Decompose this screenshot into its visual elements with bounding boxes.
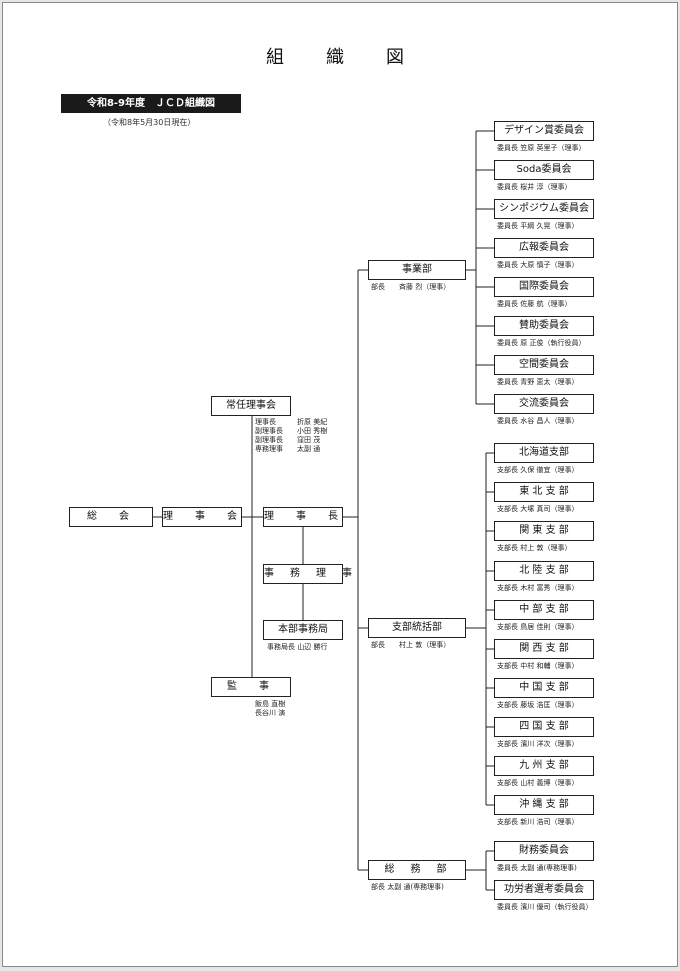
branch-box: 沖 縄 支 部 xyxy=(494,795,594,815)
committee-sub: 委員長 笠原 英里子（理事） xyxy=(497,144,586,152)
committee-box: 空間委員会 xyxy=(494,355,594,375)
branch-box: 東 北 支 部 xyxy=(494,482,594,502)
somu-committee-box: 功労者選考委員会 xyxy=(494,880,594,900)
branch-box: 関 東 支 部 xyxy=(494,521,594,541)
committee-sub: 委員長 大原 慎子（理事） xyxy=(497,261,579,269)
committee-sub: 委員長 原 正俊（執行役員） xyxy=(497,339,586,347)
kanji-member: 長谷川 演 xyxy=(255,709,286,717)
branch-box: 北海道支部 xyxy=(494,443,594,463)
box-rijicho: 理 事 長 xyxy=(263,507,343,527)
jigyo-sub: 部長 斉藤 烈（理事） xyxy=(371,283,451,291)
branch-sub: 支部長 中村 和輔（理事） xyxy=(497,662,579,670)
somu-committee-sub: 委員長 太副 通(専務理事) xyxy=(497,864,577,872)
committee-sub: 委員長 水谷 昌人（理事） xyxy=(497,417,579,425)
connector-lines xyxy=(153,130,494,891)
somu-committee-sub: 委員長 濱川 優司（執行役員） xyxy=(497,903,593,911)
box-jimu-riji: 事 務 理 事 xyxy=(263,564,352,584)
chart-banner: 令和8-9年度 ＪＣＤ組織図 xyxy=(61,94,241,113)
branch-box: 四 国 支 部 xyxy=(494,717,594,737)
honbu-sub: 事務局長 山辺 勝行 xyxy=(267,643,328,651)
committee-box: 広報委員会 xyxy=(494,238,594,258)
committee-box: 賛助委員会 xyxy=(494,316,594,336)
box-honbu: 本部事務局 xyxy=(263,620,343,640)
branch-sub: 支部長 村上 敦（理事） xyxy=(497,544,572,552)
committee-sub: 委員長 桜井 淳（理事） xyxy=(497,183,572,191)
jonin-member: 理事長折原 美紀 xyxy=(255,418,328,426)
jonin-members: 理事長折原 美紀 副理事長小田 秀樹 副理事長窪田 茂 専務理事太副 通 xyxy=(255,418,327,454)
box-kanji: 監 事 xyxy=(211,677,291,697)
box-shibu: 支部統括部 xyxy=(368,618,466,638)
kanji-member: 飯島 直樹 xyxy=(255,700,286,708)
committee-box: デザイン賞委員会 xyxy=(494,121,594,141)
branch-sub: 支部長 新川 浩司（理事） xyxy=(497,818,579,826)
branch-sub: 支部長 鳥居 佳則（理事） xyxy=(497,623,579,631)
date-note: （令和8年5月30日現在） xyxy=(103,118,196,127)
box-jonin: 常任理事会 xyxy=(211,396,291,416)
branch-sub: 支部長 山村 義博（理事） xyxy=(497,779,579,787)
somu-sub: 部長 太副 通(専務理事) xyxy=(371,883,444,891)
branch-sub: 支部長 木村 富秀（理事） xyxy=(497,584,579,592)
shibu-sub: 部長 村上 敦（理事） xyxy=(371,641,451,649)
branch-sub: 支部長 藤坂 浩匡（理事） xyxy=(497,701,579,709)
branch-box: 中 国 支 部 xyxy=(494,678,594,698)
branch-box: 関 西 支 部 xyxy=(494,639,594,659)
committee-sub: 委員長 佐藤 航（理事） xyxy=(497,300,572,308)
kanji-members: 飯島 直樹 長谷川 演 xyxy=(255,700,285,718)
jonin-member: 専務理事太副 通 xyxy=(255,445,321,453)
jonin-member: 副理事長小田 秀樹 xyxy=(255,427,328,435)
committee-sub: 委員長 平綱 久晃（理事） xyxy=(497,222,579,230)
box-jigyo: 事業部 xyxy=(368,260,466,280)
committee-box: 交流委員会 xyxy=(494,394,594,414)
box-somu: 総 務 部 xyxy=(368,860,466,880)
branch-sub: 支部長 大塚 真司（理事） xyxy=(497,505,579,513)
committee-box: 国際委員会 xyxy=(494,277,594,297)
branch-sub: 支部長 久保 徹宜（理事） xyxy=(497,466,579,474)
branch-box: 九 州 支 部 xyxy=(494,756,594,776)
page-title: 組 織 図 xyxy=(266,47,416,68)
somu-committee-box: 財務委員会 xyxy=(494,841,594,861)
box-soukai: 総 会 xyxy=(69,507,153,527)
committee-box: Soda委員会 xyxy=(494,160,594,180)
branch-box: 中 部 支 部 xyxy=(494,600,594,620)
box-rijikai: 理 事 会 xyxy=(162,507,242,527)
committee-sub: 委員長 青野 恵太（理事） xyxy=(497,378,579,386)
jonin-member: 副理事長窪田 茂 xyxy=(255,436,321,444)
branch-sub: 支部長 濱川 洋次（理事） xyxy=(497,740,579,748)
committee-box: シンポジウム委員会 xyxy=(494,199,594,219)
branch-box: 北 陸 支 部 xyxy=(494,561,594,581)
